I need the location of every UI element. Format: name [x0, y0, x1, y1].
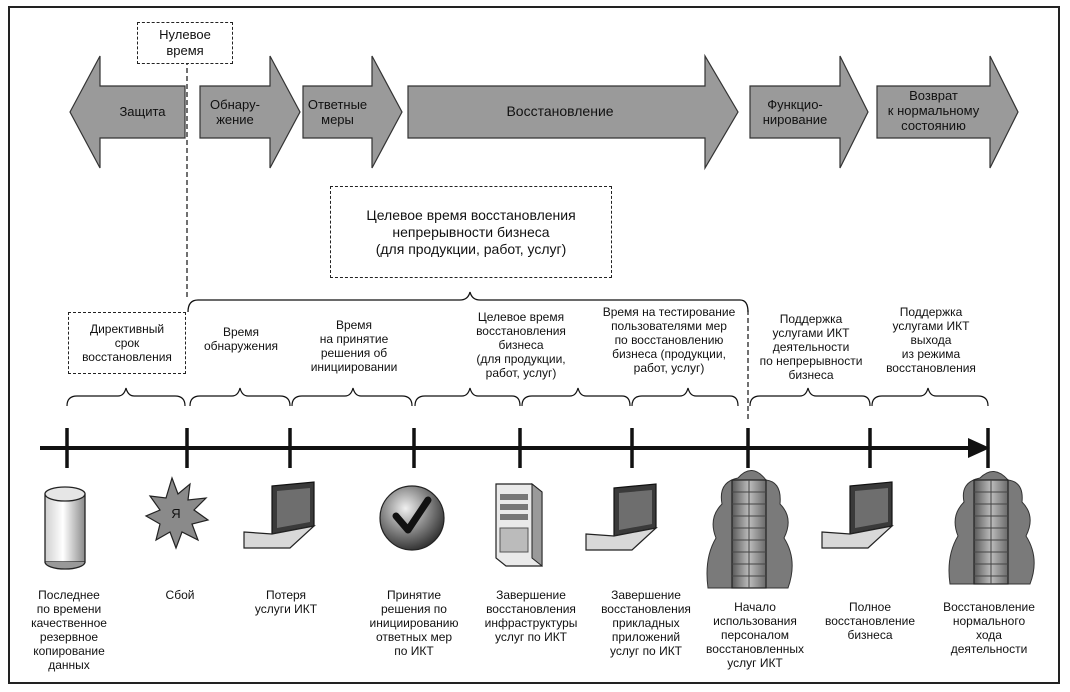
phase-arrow-protection: [69, 55, 186, 169]
svg-text:Я: Я: [171, 506, 180, 521]
milestone-label-failure: Сбой: [165, 588, 195, 602]
server-icon: [495, 482, 543, 568]
directive-recovery-box: [68, 312, 186, 374]
phase-arrow-recovery: [407, 53, 739, 171]
phase-label-return: Возврат к нормальному состоянию: [887, 88, 980, 133]
building-icon: [706, 470, 793, 589]
phase-label-detection: Обнару- жение: [210, 97, 260, 127]
timeline-axis: [40, 428, 990, 468]
target-time-box: Целевое время восстановления непрерывнос…: [330, 186, 612, 278]
phase-label-operation: Функцио- нирование: [762, 97, 828, 127]
interval-label-testing-time: Время на тестирование пользователями мер…: [602, 305, 736, 375]
checkmark-icon: [379, 485, 445, 551]
interval-label-business-recovery: Целевое время восстановления бизнеса (дл…: [476, 310, 566, 380]
interval-label-directive: Директивный срок восстановления: [82, 322, 172, 364]
failure-burst-icon: Я: [144, 476, 210, 550]
interval-label-detection-time: Время обнаружения: [203, 325, 279, 353]
database-icon: [44, 486, 86, 570]
phase-label-recovery: Восстановление: [506, 103, 614, 119]
laptop-icon: [821, 481, 894, 549]
zero-time-label: Нулевое время: [137, 22, 233, 64]
phase-arrow-operation: [749, 55, 869, 169]
milestone-label-applications: Завершение восстановления прикладных при…: [601, 588, 691, 658]
interval-label-ict-support: Поддержка услугами ИКТ деятельности по н…: [759, 312, 863, 382]
interval-label-ict-exit: Поддержка услугами ИКТ выхода из режима …: [886, 305, 976, 375]
phase-arrows: [69, 53, 1019, 171]
interval-label-decision-time: Время на принятие решения об инициирован…: [310, 318, 398, 374]
phase-arrow-detection: [199, 55, 301, 169]
milestone-label-backup: Последнее по времени качественное резерв…: [31, 588, 107, 672]
phase-label-response: Ответные меры: [307, 97, 368, 127]
milestone-label-infrastructure: Завершение восстановления инфраструктуры…: [484, 588, 578, 644]
brace-target-time: [187, 291, 749, 313]
milestone-label-full-recovery: Полное восстановление бизнеса: [824, 600, 916, 642]
milestone-label-decision: Принятие решения по инициированию ответн…: [369, 588, 459, 658]
milestone-label-normal: Восстановление нормального хода деятельн…: [943, 600, 1035, 656]
laptop-icon: [585, 483, 658, 551]
interval-braces: [66, 387, 989, 407]
milestone-label-staff-use: Начало использования персоналом восстано…: [706, 600, 804, 670]
milestone-label-ict-loss: Потеря услуги ИКТ: [254, 588, 318, 616]
building-icon: [948, 471, 1035, 585]
phase-arrow-return: [876, 55, 1019, 169]
phase-label-protection: Защита: [119, 104, 166, 119]
phase-arrow-response: [302, 55, 403, 169]
laptop-icon: [243, 481, 316, 549]
